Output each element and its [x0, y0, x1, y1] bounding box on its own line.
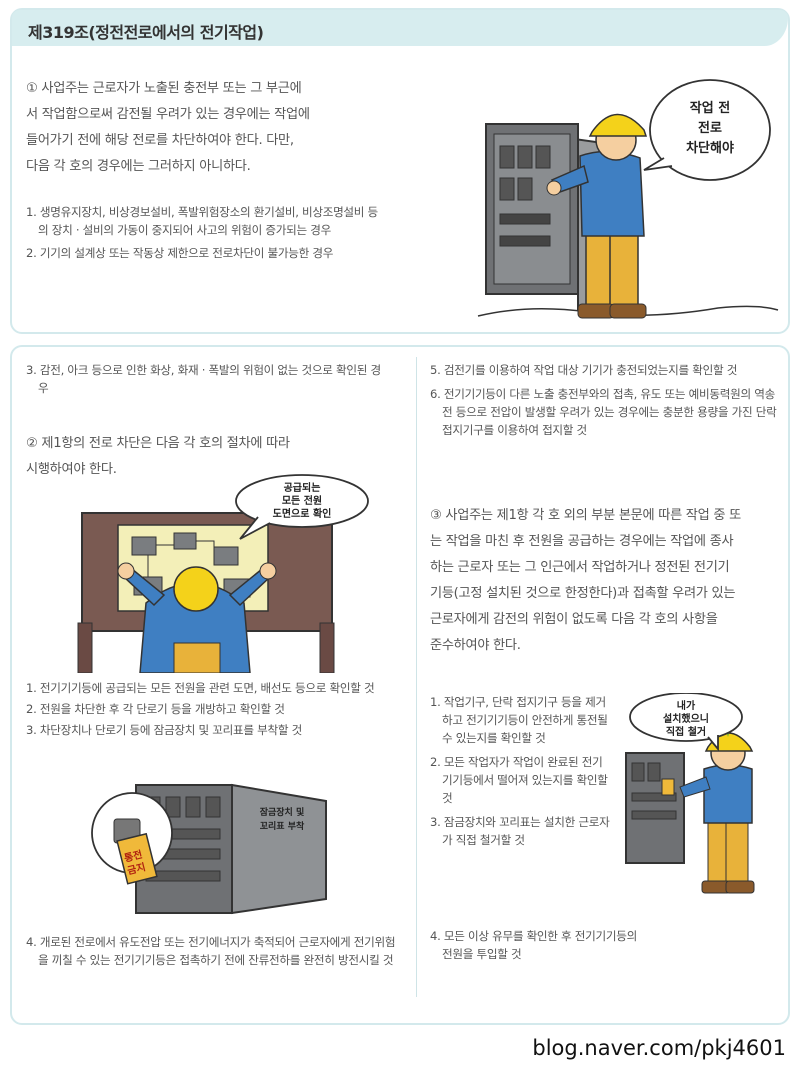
speech-bubble-line: 차단해야 [686, 140, 734, 156]
paragraph-1: ① 사업주는 근로자가 노출된 충전부 또는 그 부근에 서 작업함으로써 감전… [26, 81, 310, 174]
list-item: 4. 개로된 전로에서 유도전압 또는 전기에너지가 축적되어 근로자에게 전기… [26, 935, 396, 967]
speech-bubble-line: 모든 전원 [282, 494, 322, 507]
lock-note-line: 잠금장치 및 [260, 806, 305, 818]
speech-bubble-line: 내가 [677, 699, 696, 712]
speech-bubble-line: 공급되는 [284, 481, 321, 494]
list-item: 1. 작업기구, 단락 접지기구 등을 제거하고 전기기기등이 안전하게 통전될… [430, 695, 608, 745]
tag-label-line: 금지 [126, 860, 147, 877]
worker-panel-illustration: 작업 전 전로 차단해야 [477, 79, 779, 319]
procedure-list: 1. 전기기기등에 공급되는 모든 전원을 관련 도면, 배선도 등으로 확인할… [26, 679, 396, 739]
list-item: 4. 모든 이상 유무를 확인한 후 전기기기등의 전원을 투입할 것 [430, 929, 638, 961]
paragraph-3: ③ 사업주는 제1항 각 호 외의 부분 본문에 따른 작업 중 또 는 작업을… [430, 508, 741, 653]
exception-list: 1. 생명유지장치, 비상경보설비, 폭발위험장소의 환기설비, 비상조명설비 … [26, 203, 384, 262]
list-item: 1. 생명유지장치, 비상경보설비, 폭발위험장소의 환기설비, 비상조명설비 … [26, 205, 378, 237]
lock-note-line: 꼬리표 부착 [260, 820, 305, 832]
article-title: 제319조(정전전로에서의 전기작업) [28, 23, 264, 42]
worker-removing-lock-illustration: 내가 설치했으니 직접 철거 [625, 693, 755, 894]
list-item: 2. 기기의 설계상 또는 작동상 제한으로 전로차단이 불가능한 경우 [26, 246, 334, 260]
list-item: 3. 감전, 아크 등으로 인한 화상, 화재 · 폭발의 위험이 없는 것으로… [26, 363, 381, 395]
article-section-1: 제319조(정전전로에서의 전기작업) ① 사업주는 근로자가 노출된 충전부 … [10, 8, 790, 334]
title-bar: 제319조(정전전로에서의 전기작업) [12, 10, 788, 46]
speech-bubble-line: 전로 [698, 120, 722, 136]
paragraph-2: ② 제1항의 전로 차단은 다음 각 호의 절차에 따라 시행하여야 한다. [26, 436, 290, 477]
speech-bubble-line: 설치했으니 [663, 712, 709, 725]
procedure-list-continued: 5. 검전기를 이용하여 작업 대상 기기가 충전되었는지를 확인할 것 6. … [430, 361, 780, 439]
list-item: 3. 잠금장치와 꼬리표는 설치한 근로자가 직접 철거할 것 [430, 815, 610, 847]
list-item: 5. 검전기를 이용하여 작업 대상 기기가 충전되었는지를 확인할 것 [430, 363, 738, 377]
drawing-check-illustration: 공급되는 모든 전원 도면으로 확인 [77, 474, 369, 673]
restoration-list: 1. 작업기구, 단락 접지기구 등을 제거하고 전기기기등이 안전하게 통전될… [430, 693, 610, 849]
list-item: 6. 전기기기등이 다른 노출 충전부와의 접촉, 유도 또는 예비동력원의 역… [430, 387, 777, 437]
list-item: 1. 전기기기등에 공급되는 모든 전원을 관련 도면, 배선도 등으로 확인할… [26, 681, 375, 695]
restoration-item-4: 4. 모든 이상 유무를 확인한 후 전기기기등의 전원을 투입할 것 [430, 927, 650, 963]
list-item: 3. 차단장치나 단로기 등에 잠금장치 및 꼬리표를 부착할 것 [26, 723, 302, 737]
list-item: 2. 전원을 차단한 후 각 단로기 등을 개방하고 확인할 것 [26, 702, 285, 716]
exception-item-3: 3. 감전, 아크 등으로 인한 화상, 화재 · 폭발의 위험이 없는 것으로… [26, 361, 386, 397]
list-item: 2. 모든 작업자가 작업이 완료된 전기기기등에서 떨어져 있는지를 확인할 … [430, 755, 608, 805]
article-section-2: 3. 감전, 아크 등으로 인한 화상, 화재 · 폭발의 위험이 없는 것으로… [10, 345, 790, 1025]
speech-bubble-line: 도면으로 확인 [273, 507, 332, 520]
tag-label-line: 통전 [123, 848, 144, 865]
speech-bubble-line: 작업 전 [690, 100, 730, 116]
blog-url-watermark: blog.naver.com/pkj4601 [532, 1036, 786, 1060]
speech-bubble-line: 직접 철거 [666, 725, 706, 738]
column-divider [416, 357, 417, 997]
procedure-item-4: 4. 개로된 전로에서 유도전압 또는 전기에너지가 축적되어 근로자에게 전기… [26, 933, 396, 969]
lock-tag-illustration: 통전 금지 잠금장치 및 꼬리표 부착 [91, 783, 327, 915]
